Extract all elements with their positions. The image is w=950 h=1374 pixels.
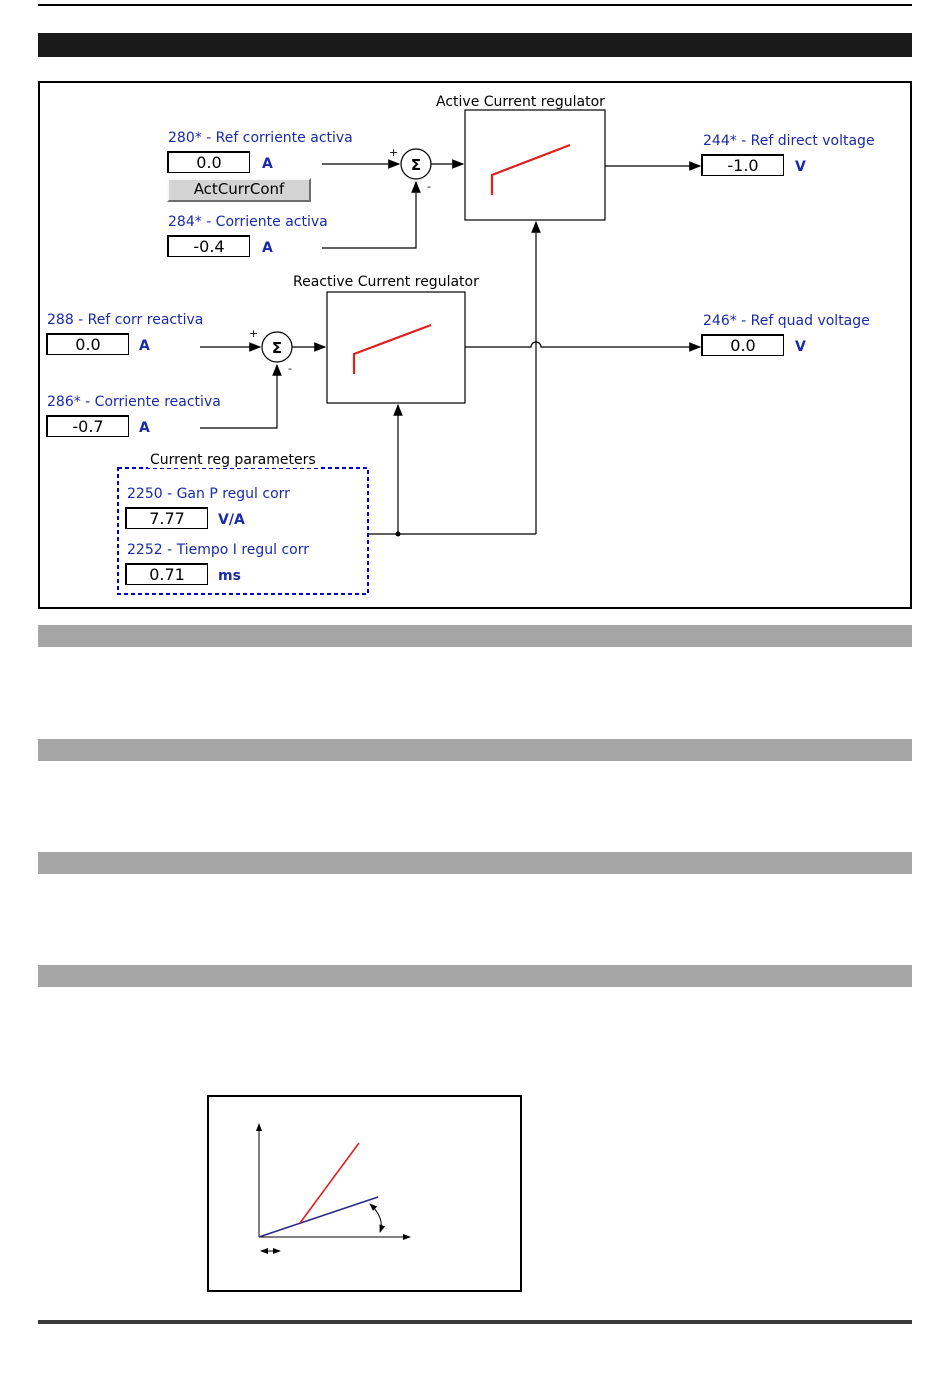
figure-red-line (299, 1142, 360, 1224)
plus-sign-active: + (389, 146, 398, 159)
ref-reactive-field[interactable]: 0.0 (46, 333, 129, 355)
active-current-unit: A (262, 240, 273, 256)
pi-response-figure-frame (207, 1095, 522, 1292)
plus-sign-reactive: + (249, 327, 258, 340)
reactive-current-code: 286* (47, 394, 81, 410)
ref-quad-voltage-label: 246* - Ref quad voltage (703, 313, 870, 329)
active-regulator-block (464, 109, 606, 221)
reactive-current-text: - Corriente reactiva (80, 394, 221, 410)
sum-symbol-reactive: Σ (272, 339, 282, 357)
active-regulator-curve (490, 143, 571, 195)
ref-reactive-unit: A (139, 338, 150, 354)
ref-direct-voltage-label: 244* - Ref direct voltage (703, 133, 875, 149)
ref-active-field[interactable]: 0.0 (167, 151, 250, 173)
top-rule (38, 4, 912, 6)
ref-direct-voltage-unit: V (795, 159, 806, 175)
diagram-frame (38, 81, 912, 609)
actcurrconf-button[interactable]: ActCurrConf (167, 178, 311, 202)
reactive-block-title: Reactive Current regulator (293, 274, 479, 290)
reactive-current-field[interactable]: -0.7 (46, 415, 129, 437)
params-box-title: Current reg parameters (148, 452, 318, 468)
params-box (117, 467, 369, 595)
title-band (38, 33, 912, 57)
reactive-regulator-curve (352, 323, 432, 374)
ref-direct-voltage-code: 244* (703, 133, 737, 149)
figure-blue-line (258, 1196, 379, 1238)
time-unit: ms (218, 568, 241, 584)
active-block-title: Active Current regulator (436, 94, 605, 110)
reactive-current-unit: A (139, 420, 150, 436)
ref-reactive-label: 288 - Ref corr reactiva (47, 312, 203, 328)
active-current-label: 284* - Corriente activa (168, 214, 328, 230)
ref-quad-voltage-unit: V (795, 339, 806, 355)
gain-field[interactable]: 7.77 (125, 507, 208, 529)
ref-quad-voltage-field[interactable]: 0.0 (701, 334, 784, 356)
minus-sign-reactive: - (288, 362, 292, 375)
section-band-2 (38, 739, 912, 761)
gain-label: 2250 - Gan P regul corr (127, 486, 290, 502)
ref-active-text: - Ref corriente activa (201, 130, 353, 146)
ref-quad-voltage-code: 246* (703, 313, 737, 329)
ref-active-unit: A (262, 156, 273, 172)
ref-reactive-code: 288 (47, 312, 74, 328)
section-band-3 (38, 852, 912, 874)
time-label: 2252 - Tiempo I regul corr (127, 542, 310, 558)
active-current-field[interactable]: -0.4 (167, 235, 250, 257)
section-band-4 (38, 965, 912, 987)
section-band-1 (38, 625, 912, 647)
sum-symbol-active: Σ (411, 156, 421, 174)
minus-sign-active: - (427, 180, 431, 193)
ref-active-code: 280* (168, 130, 202, 146)
time-field[interactable]: 0.71 (125, 563, 208, 585)
reactive-current-label: 286* - Corriente reactiva (47, 394, 221, 410)
active-current-code: 284* (168, 214, 202, 230)
active-current-text: - Corriente activa (201, 214, 328, 230)
gain-unit: V/A (218, 512, 245, 528)
ref-direct-voltage-text: - Ref direct voltage (736, 133, 875, 149)
figure-angle-arrow (369, 1203, 386, 1233)
ref-quad-voltage-text: - Ref quad voltage (736, 313, 870, 329)
bottom-rule (38, 1320, 912, 1324)
ref-reactive-text: - Ref corr reactiva (73, 312, 204, 328)
ref-direct-voltage-field[interactable]: -1.0 (701, 154, 784, 176)
ref-active-label: 280* - Ref corriente activa (168, 130, 353, 146)
